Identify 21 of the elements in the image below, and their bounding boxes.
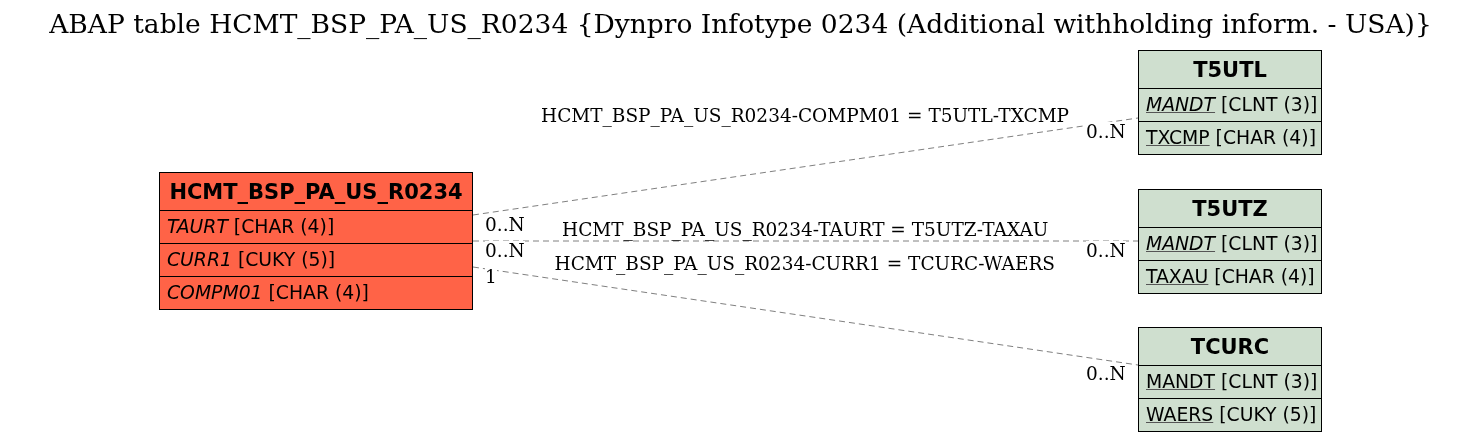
field-text: WAERS [CUKY (5)] (1146, 404, 1317, 426)
field-text: MANDT [CLNT (3)] (1146, 94, 1318, 116)
field-text: TAURT [CHAR (4)] (167, 216, 335, 238)
entity-table (1138, 50, 1322, 155)
field-text: COMPM01 [CHAR (4)] (167, 282, 369, 304)
entity-table (159, 172, 473, 310)
table-name: T5UTZ (1192, 196, 1268, 221)
field-text: CURR1 [CUKY (5)] (167, 249, 336, 271)
relation-line (472, 117, 1139, 216)
relation-line (472, 266, 1139, 366)
field-text: TXCMP [CHAR (4)] (1146, 127, 1316, 149)
field-text: MANDT [CLNT (3)] (1146, 233, 1318, 255)
table-name: TCURC (1190, 334, 1270, 359)
entity-table (1138, 327, 1322, 432)
diagram-title: ABAP table HCMT_BSP_PA_US_R0234 {Dynpro Infotype 0234 (Additional withholding inform. - USA)} (49, 8, 1432, 40)
table-name: T5UTL (1193, 57, 1267, 82)
relation-line (472, 240, 1139, 242)
table-name: HCMT_BSP_PA_US_R0234 (169, 179, 463, 204)
field-text: TAXAU [CHAR (4)] (1146, 266, 1315, 288)
field-text: MANDT [CLNT (3)] (1146, 371, 1318, 393)
entity-table (1138, 189, 1322, 294)
